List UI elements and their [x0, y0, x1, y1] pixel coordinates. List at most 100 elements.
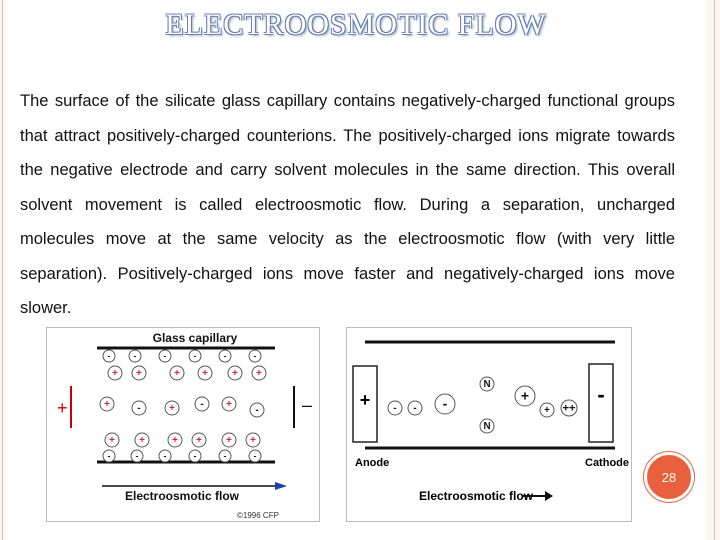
svg-text:+: +	[139, 435, 145, 446]
cation: +	[514, 385, 536, 407]
svg-text:-: -	[254, 351, 257, 361]
svg-text:+: +	[521, 388, 529, 404]
cation: +	[245, 432, 261, 448]
anion: -	[434, 393, 456, 415]
cation: +	[221, 432, 237, 448]
anode-label: Anode	[355, 457, 389, 469]
cation: +	[539, 402, 555, 418]
svg-text:-: -	[164, 351, 167, 361]
cation: +	[134, 432, 150, 448]
wall-negative-charge: -	[158, 449, 172, 463]
electroosmotic-flow-label-right: Electroosmotic flow	[419, 489, 534, 503]
svg-text:-: -	[164, 451, 167, 461]
wall-negative-charge: -	[188, 349, 202, 363]
svg-text:+: +	[544, 405, 550, 416]
svg-text:-: -	[254, 451, 257, 461]
svg-text:-: -	[134, 351, 137, 361]
cation: +	[99, 396, 115, 412]
svg-text:+: +	[226, 435, 232, 446]
cation: +	[227, 365, 243, 381]
flow-arrowhead-left	[275, 482, 287, 490]
electroosmotic-flow-label-left: Electroosmotic flow	[125, 489, 240, 503]
anode-sign: +	[360, 390, 371, 410]
wall-negative-charge: -	[130, 449, 144, 463]
anode-box	[352, 365, 378, 443]
anion: -	[131, 400, 147, 416]
anion: -	[194, 396, 210, 412]
cation: +	[251, 365, 267, 381]
svg-text:+: +	[174, 368, 180, 379]
wall-negative-charge: -	[248, 349, 262, 363]
svg-text:+: +	[172, 435, 178, 446]
wall-negative-charge: -	[188, 449, 202, 463]
svg-text:-: -	[108, 351, 111, 361]
wall-negative-charge: -	[102, 449, 116, 463]
svg-text:+: +	[232, 368, 238, 379]
glass-capillary-label: Glass capillary	[153, 331, 238, 345]
cation: +	[104, 432, 120, 448]
wall-negative-charge: -	[248, 449, 262, 463]
svg-text:+: +	[169, 403, 175, 414]
svg-text:N: N	[483, 421, 490, 432]
slide: ELECTROOSMOTIC FLOW The surface of the s…	[6, 0, 706, 540]
neutral-molecule: N	[479, 418, 495, 434]
slide-title: ELECTROOSMOTIC FLOW	[165, 8, 547, 41]
svg-text:-: -	[194, 351, 197, 361]
flow-arrowhead-right	[545, 491, 553, 501]
svg-text:+: +	[109, 435, 115, 446]
dication: ++	[560, 399, 578, 417]
species-layer: ---NN++++	[387, 376, 578, 434]
anode-plus-sign: +	[57, 398, 68, 418]
capillary-figure: Glass capillary + – ------+++++++-+-+-++…	[46, 327, 320, 522]
cathode-box	[588, 363, 614, 443]
wall-negative-charge: -	[158, 349, 172, 363]
body-text: The surface of the silicate glass capill…	[20, 92, 675, 317]
svg-text:+: +	[250, 435, 256, 446]
anode-cathode-diagram: + Anode - Cathode ---NN++++ Electroosmot…	[352, 340, 629, 503]
svg-text:+: +	[202, 368, 208, 379]
cation: +	[131, 365, 147, 381]
wall-negative-charge: -	[102, 349, 116, 363]
cathode-minus-sign: –	[302, 395, 312, 415]
svg-text:-: -	[413, 403, 416, 414]
anion: -	[407, 400, 423, 416]
svg-text:-: -	[393, 403, 396, 414]
copyright-credit: ©1996 CFP	[237, 511, 279, 520]
svg-text:+: +	[226, 399, 232, 410]
svg-text:+: +	[112, 368, 118, 379]
svg-text:+: +	[104, 399, 110, 410]
page-number-badge: 28	[644, 452, 694, 502]
svg-text:-: -	[108, 451, 111, 461]
svg-text:-: -	[194, 451, 197, 461]
cation: +	[167, 432, 183, 448]
svg-text:++: ++	[562, 403, 576, 415]
svg-text:+: +	[256, 368, 262, 379]
svg-text:-: -	[200, 399, 203, 410]
frame-line-left	[2, 0, 3, 540]
wall-negative-charge: -	[218, 449, 232, 463]
cation: +	[197, 365, 213, 381]
cation: +	[169, 365, 185, 381]
svg-text:-: -	[443, 396, 448, 412]
svg-text:+: +	[136, 368, 142, 379]
cation: +	[107, 365, 123, 381]
svg-text:N: N	[483, 379, 490, 390]
ion-layer: ------+++++++-+-+-++++++------	[99, 349, 267, 463]
svg-text:-: -	[224, 451, 227, 461]
capillary-diagram: Glass capillary + – ------+++++++-+-+-++…	[57, 331, 312, 520]
svg-text:-: -	[137, 403, 140, 414]
svg-text:+: +	[196, 435, 202, 446]
svg-text:-: -	[255, 405, 258, 416]
anion: -	[249, 402, 265, 418]
frame-line-right	[714, 0, 715, 540]
wall-negative-charge: -	[218, 349, 232, 363]
cathode-sign: -	[597, 382, 604, 407]
cation: +	[164, 400, 180, 416]
wall-negative-charge: -	[128, 349, 142, 363]
cation: +	[191, 432, 207, 448]
svg-text:-: -	[224, 351, 227, 361]
neutral-molecule: N	[479, 376, 495, 392]
anion: -	[387, 400, 403, 416]
svg-text:-: -	[136, 451, 139, 461]
